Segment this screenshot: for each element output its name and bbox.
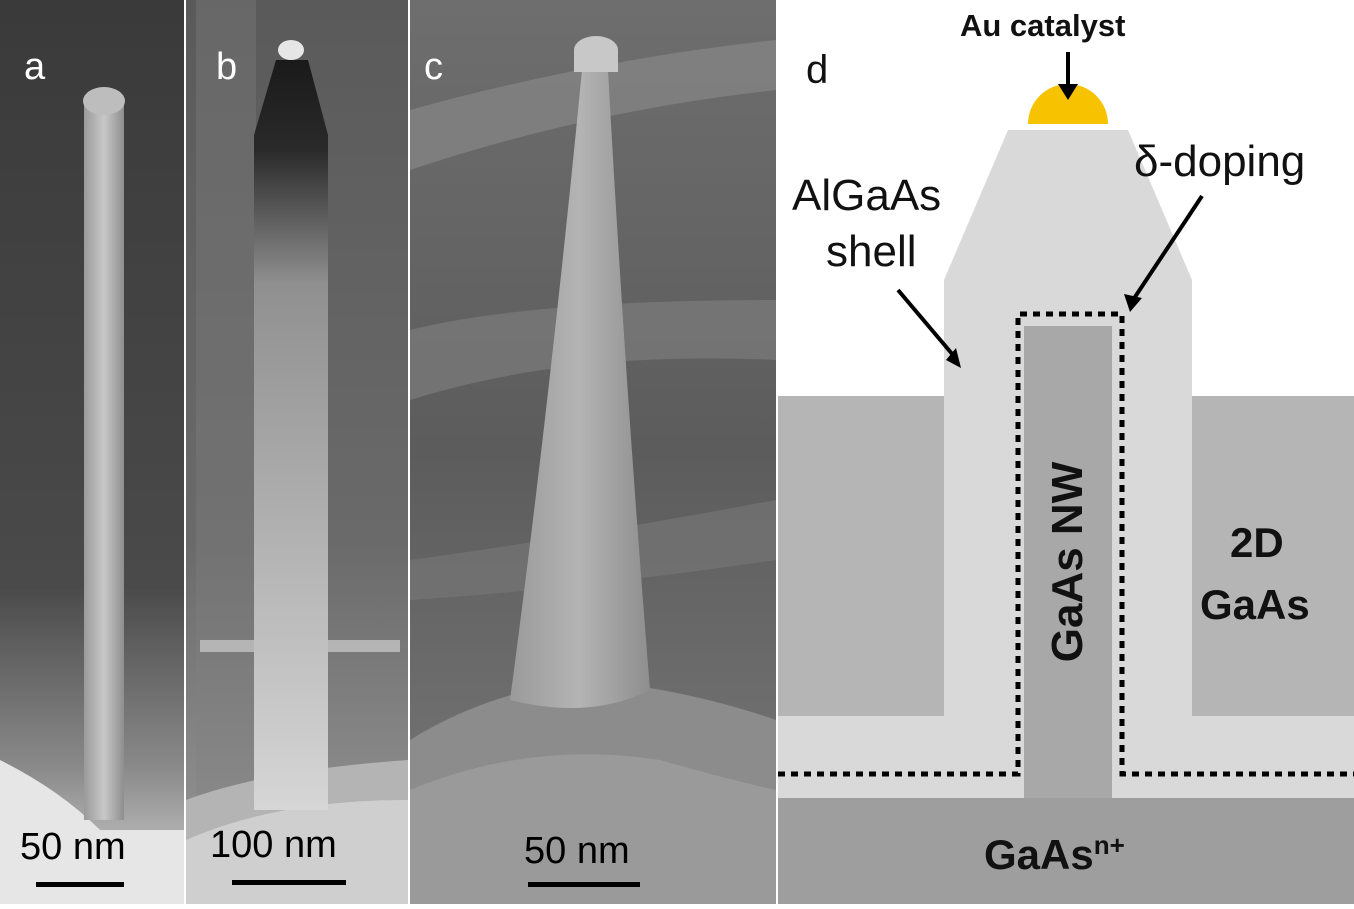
au-catalyst-label: Au catalyst	[960, 8, 1126, 43]
nanowire-cross-section	[778, 52, 1354, 904]
panel-letter-b: b	[216, 46, 238, 88]
substrate-label-sup: n+	[1093, 830, 1125, 860]
sem-panel-c: c 50 nm	[410, 0, 776, 904]
scale-label-a: 50 nm	[20, 826, 126, 868]
film-right	[1192, 396, 1354, 716]
delta-doping-line	[778, 311, 1354, 777]
shell-label-line2: shell	[826, 227, 917, 276]
catalyst-tip-b	[278, 40, 304, 60]
scale-label-b: 100 nm	[210, 824, 337, 866]
film-label-line2: GaAs	[1200, 581, 1310, 628]
sem-image-b	[186, 0, 408, 904]
substrate-label-base: GaAs	[984, 831, 1094, 878]
substrate-label: GaAsn+	[984, 832, 1125, 876]
sem-image-c	[410, 0, 776, 904]
nanowire-a	[84, 100, 124, 820]
nanowire-label: GaAs NW	[1043, 461, 1092, 663]
gaas-nanowire-core	[1024, 326, 1112, 798]
catalyst-tip-a	[83, 87, 125, 115]
sem-panel-b: b 100 nm	[186, 0, 408, 904]
scale-bar-b	[232, 880, 346, 885]
scale-bar-a	[36, 882, 124, 887]
shell-label-line1: AlGaAs	[792, 171, 942, 220]
panel-letter-c: c	[424, 46, 443, 88]
scale-label-c: 50 nm	[524, 830, 630, 872]
scale-bar-c	[528, 882, 640, 887]
au-catalyst-particle	[1028, 84, 1108, 124]
nanowire-c	[510, 70, 650, 708]
panel-letter-a: a	[24, 46, 46, 88]
film-label-line1: 2D	[1230, 519, 1284, 566]
sem-image-a	[0, 0, 184, 904]
panel-letter-d: d	[806, 48, 829, 92]
nanowire-b	[254, 60, 328, 810]
annotation-arrows	[896, 52, 1204, 368]
schematic-panel-d: d Au catalyst δ-doping AlGaAs shell GaAs…	[778, 0, 1354, 904]
substrate-layer	[778, 798, 1354, 904]
film-left	[778, 396, 944, 716]
delta-doping-label: δ-doping	[1134, 137, 1306, 186]
sem-panel-a: a 50 nm	[0, 0, 184, 904]
